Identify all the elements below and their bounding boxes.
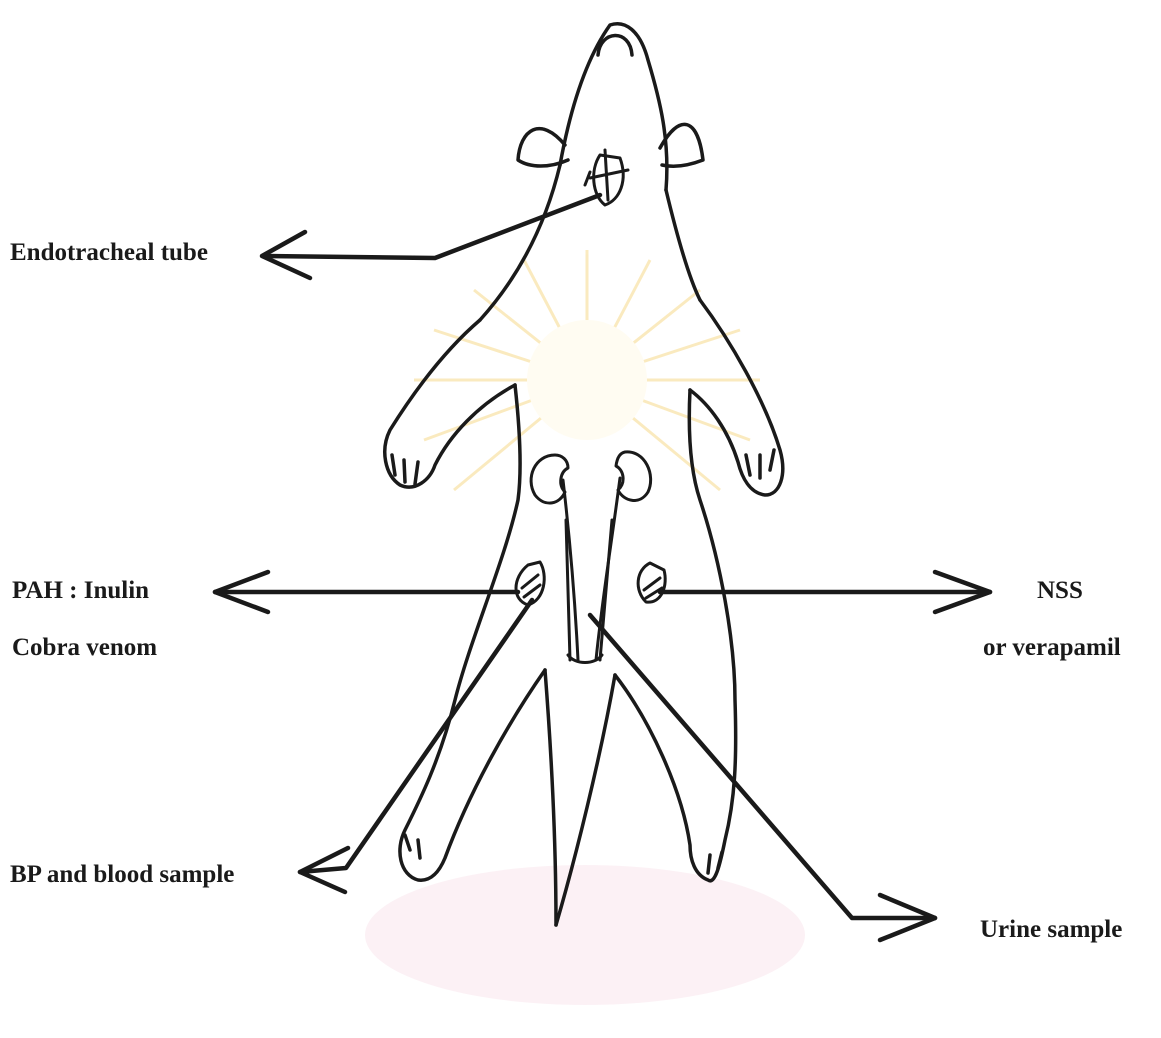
rat-left-neck: [480, 165, 560, 320]
watermark-seal: [365, 250, 805, 1005]
right-kidney: [616, 452, 651, 501]
rat-left-flank: [400, 385, 545, 880]
rat-right-flank: [615, 390, 736, 881]
left-femoral-detail: [522, 575, 540, 597]
label-endotracheal-tube: Endotracheal tube: [10, 240, 208, 265]
tracheal-cannula: [585, 150, 628, 200]
watermark-base: [365, 865, 805, 1005]
label-urine-sample: Urine sample: [980, 917, 1122, 942]
label-nss: NSS: [1037, 578, 1083, 603]
rat-outline: [385, 24, 783, 925]
rat-right-arm: [690, 300, 783, 495]
rat-right-neck: [666, 190, 700, 300]
label-bp-blood-sample: BP and blood sample: [10, 862, 234, 887]
rat-right-foot: [708, 852, 722, 873]
label-pah-inulin: PAH : Inulin: [12, 578, 149, 603]
rat-head: [560, 24, 667, 190]
label-cobra-venom: Cobra venom: [12, 635, 157, 660]
label-verapamil: or verapamil: [983, 635, 1121, 660]
pointer-arrows: [215, 195, 990, 940]
rat-right-paw: [746, 450, 774, 478]
left-femoral-site: [516, 562, 544, 605]
watermark-halo: [527, 320, 647, 440]
arrow-bp-line: [300, 600, 532, 872]
rat-left-foot: [405, 835, 420, 858]
